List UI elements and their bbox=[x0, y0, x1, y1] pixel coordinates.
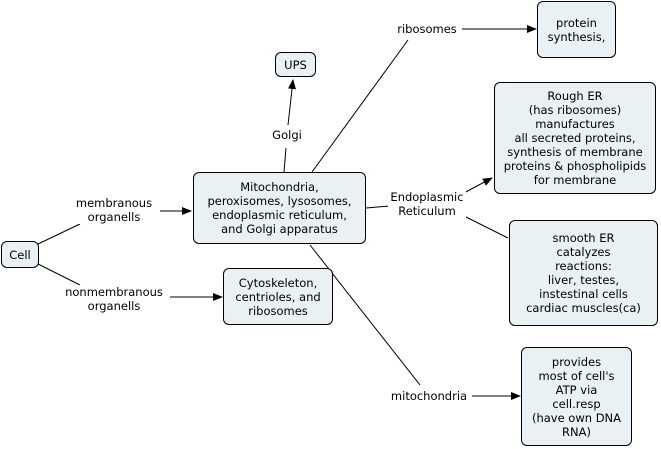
line-er-to-smooth bbox=[461, 214, 509, 239]
node-rough-er[interactable]: Rough ER (has ribosomes) manufactures al… bbox=[494, 82, 656, 194]
node-cell[interactable]: Cell bbox=[1, 241, 39, 268]
line-membranous-to-ribosomes bbox=[311, 39, 409, 173]
line-er-to-rough bbox=[461, 177, 493, 195]
node-nonmembranous-text: Cytoskeleton, centrioles, and ribosomes bbox=[235, 275, 321, 318]
line-cell-to-membranous-label bbox=[37, 223, 81, 245]
node-atp-text: provides most of cell's ATP via cell.res… bbox=[531, 354, 622, 439]
node-ups-text: UPS bbox=[284, 57, 307, 72]
line-cell-to-nonmembranous-label bbox=[37, 263, 81, 286]
label-endoplasmic-reticulum: Endoplasmic Reticulum bbox=[388, 190, 466, 218]
node-rough-er-text: Rough ER (has ribosomes) manufactures al… bbox=[503, 89, 647, 187]
node-cell-text: Cell bbox=[9, 247, 31, 262]
node-smooth-er[interactable]: smooth ER catalyzes reactions: liver, te… bbox=[509, 220, 658, 326]
node-nonmembranous-organelles[interactable]: Cytoskeleton, centrioles, and ribosomes bbox=[223, 268, 333, 325]
node-membranous-organelles[interactable]: Mitochondria, peroxisomes, lysosomes, en… bbox=[193, 172, 366, 244]
node-protein-synthesis[interactable]: protein synthesis, bbox=[537, 1, 616, 58]
line-golgi-to-ups bbox=[287, 79, 296, 126]
node-membranous-text: Mitochondria, peroxisomes, lysosomes, en… bbox=[207, 180, 352, 236]
line-membranous-to-golgi bbox=[283, 147, 287, 173]
node-smooth-er-text: smooth ER catalyzes reactions: liver, te… bbox=[526, 231, 641, 315]
label-membranous-organells: membranous organells bbox=[70, 196, 158, 224]
label-ribosomes: ribosomes bbox=[392, 22, 462, 36]
node-protein-synthesis-text: protein synthesis, bbox=[547, 15, 606, 44]
node-atp[interactable]: provides most of cell's ATP via cell.res… bbox=[521, 347, 632, 446]
line-membranous-to-er bbox=[365, 205, 391, 209]
node-ups[interactable]: UPS bbox=[275, 52, 316, 77]
label-golgi: Golgi bbox=[268, 128, 306, 142]
label-nonmembranous-organells: nonmembranous organells bbox=[60, 285, 168, 313]
label-mitochondria: mitochondria bbox=[386, 389, 472, 403]
